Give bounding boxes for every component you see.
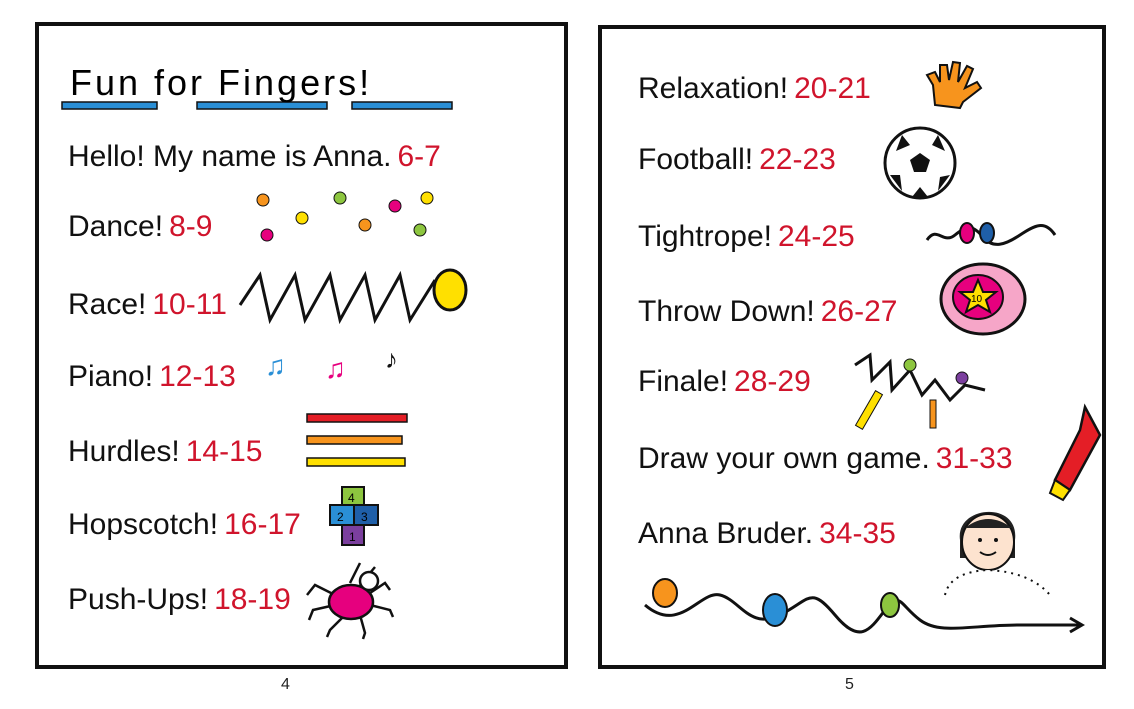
entry-pages: 26-27 bbox=[820, 295, 898, 328]
entry-label: Dance! bbox=[68, 210, 164, 243]
entry-label: Draw your own game. bbox=[638, 442, 930, 475]
squiggle-arrow-icon bbox=[644, 578, 1085, 634]
entry-label: Hopscotch! bbox=[68, 508, 219, 541]
entry-pages: 22-23 bbox=[759, 143, 836, 176]
entry-pages: 16-17 bbox=[224, 508, 301, 541]
left-page-frame bbox=[35, 22, 568, 669]
page-number-right: 5 bbox=[845, 676, 854, 693]
hopscotch-number: 1 bbox=[349, 530, 356, 544]
hopscotch-icon: 4 2 3 1 bbox=[329, 486, 379, 546]
race-zigzag-icon bbox=[238, 268, 468, 325]
entry-label: Anna Bruder. bbox=[638, 517, 814, 550]
entry-pages: 28-29 bbox=[734, 365, 811, 398]
svg-text:♫: ♫ bbox=[325, 353, 346, 384]
entry-pages: 6-7 bbox=[397, 140, 441, 173]
entry-label: Tightrope! bbox=[638, 220, 772, 253]
dance-dots-icon bbox=[256, 191, 434, 242]
pencil-icon bbox=[1048, 403, 1102, 502]
toc-entry: Relaxation!20-21 bbox=[638, 72, 871, 106]
entry-label: Piano! bbox=[68, 360, 154, 393]
toc-entry: Hurdles!14-15 bbox=[68, 435, 262, 469]
entry-pages: 24-25 bbox=[777, 220, 855, 253]
toc-entry: Push-Ups!18-19 bbox=[68, 583, 291, 617]
entry-label: Hello! My name is Anna. bbox=[68, 140, 392, 173]
entry-pages: 20-21 bbox=[794, 72, 871, 105]
spider-icon bbox=[306, 562, 395, 640]
toc-entry: Anna Bruder.34-35 bbox=[638, 517, 896, 551]
right-page-frame bbox=[598, 25, 1106, 669]
entry-pages: 18-19 bbox=[214, 583, 291, 616]
entry-pages: 14-15 bbox=[185, 435, 263, 468]
hopscotch-number: 2 bbox=[337, 510, 344, 524]
entry-label: Hurdles! bbox=[68, 435, 180, 468]
entry-label: Throw Down! bbox=[638, 295, 815, 328]
toc-entry: Dance!8-9 bbox=[68, 210, 212, 244]
toc-entry: Throw Down!26-27 bbox=[638, 295, 897, 329]
page-number-left: 4 bbox=[281, 676, 290, 693]
football-icon bbox=[883, 126, 957, 200]
entry-pages: 10-11 bbox=[152, 288, 227, 321]
entry-pages: 34-35 bbox=[819, 517, 896, 550]
entry-label: Relaxation! bbox=[638, 72, 789, 105]
svg-text:♪: ♪ bbox=[385, 344, 398, 374]
entry-pages: 31-33 bbox=[935, 442, 1013, 475]
page-title: Fun for Fingers! bbox=[70, 62, 373, 103]
entry-label: Football! bbox=[638, 143, 754, 176]
entry-label: Push-Ups! bbox=[68, 583, 209, 616]
svg-text:♫: ♫ bbox=[265, 350, 286, 381]
entry-pages: 12-13 bbox=[159, 360, 236, 393]
hurdles-bars-icon bbox=[306, 413, 408, 467]
toc-entry: Finale!28-29 bbox=[638, 365, 811, 399]
target-number: 10 bbox=[971, 294, 983, 305]
title-underline bbox=[61, 101, 453, 110]
toc-entry: Draw your own game.31-33 bbox=[638, 442, 1013, 476]
music-notes-icon: ♫ ♫ ♪ bbox=[265, 344, 398, 384]
toc-entry: Tightrope!24-25 bbox=[638, 220, 855, 254]
anna-portrait-icon bbox=[944, 511, 1051, 596]
target-star-icon: 10 bbox=[939, 262, 1027, 336]
entry-label: Finale! bbox=[638, 365, 729, 398]
finale-shapes-icon bbox=[854, 352, 986, 431]
hand-icon bbox=[925, 60, 983, 110]
entry-label: Race! bbox=[68, 288, 147, 321]
toc-entry: Hello! My name is Anna.6-7 bbox=[68, 140, 441, 174]
hopscotch-number: 4 bbox=[348, 491, 355, 505]
entry-pages: 8-9 bbox=[169, 210, 213, 243]
toc-entry: Football!22-23 bbox=[638, 143, 836, 177]
toc-entry: Hopscotch!16-17 bbox=[68, 508, 301, 542]
tightrope-icon bbox=[925, 222, 1057, 246]
hopscotch-number: 3 bbox=[361, 510, 368, 524]
toc-entry: Piano!12-13 bbox=[68, 360, 236, 394]
toc-entry: Race!10-11 bbox=[68, 288, 227, 322]
